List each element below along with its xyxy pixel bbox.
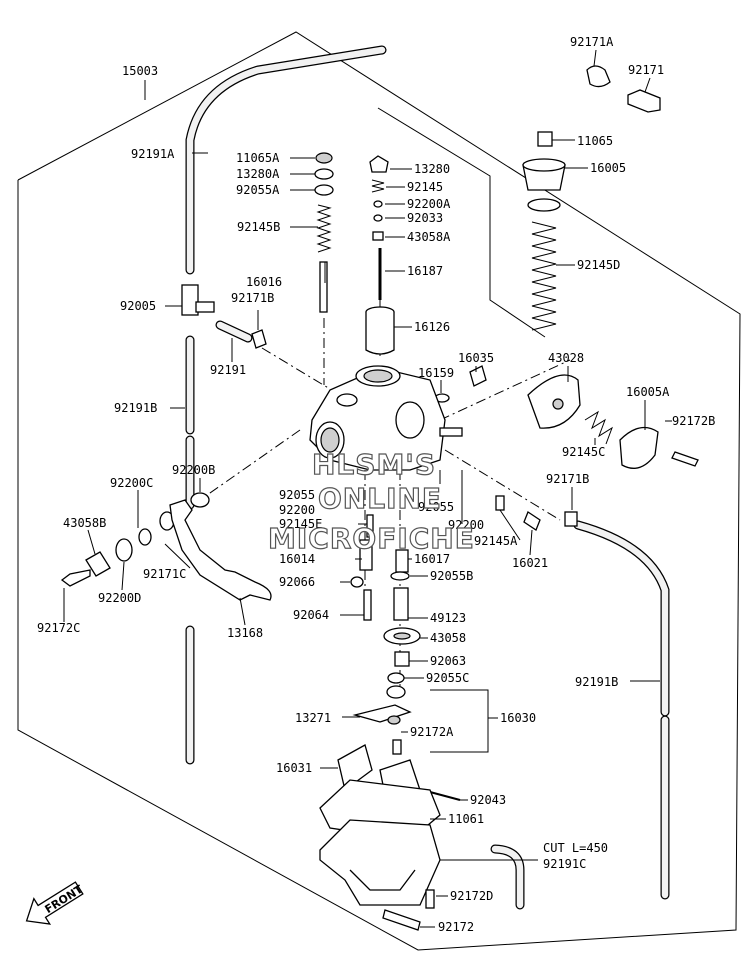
label-cut-length: CUT L=450: [543, 841, 608, 855]
label-92145B: 92145B: [237, 220, 280, 234]
label-92191B-right: 92191B: [575, 675, 618, 689]
label-16159: 16159: [418, 366, 454, 380]
label-15003: 15003: [122, 64, 158, 78]
label-92172A: 92172A: [410, 725, 454, 739]
label-13280: 13280: [414, 162, 450, 176]
label-16021: 16021: [512, 556, 548, 570]
label-11061: 11061: [448, 812, 484, 826]
label-92172B: 92172B: [672, 414, 715, 428]
label-92172D: 92172D: [450, 889, 493, 903]
label-92191A: 92191A: [131, 147, 175, 161]
label-13280A: 13280A: [236, 167, 280, 181]
label-92191B: 92191B: [114, 401, 157, 415]
label-16031: 16031: [276, 761, 312, 775]
label-92200: 92200: [279, 503, 315, 517]
label-92145C: 92145C: [562, 445, 605, 459]
label-43058: 43058: [430, 631, 466, 645]
front-direction-arrow: FRONT: [25, 881, 86, 925]
label-16030: 16030: [500, 711, 536, 725]
label-16017: 16017: [414, 552, 450, 566]
watermark-line-3: MICROFICHE: [268, 522, 475, 555]
label-92066: 92066: [279, 575, 315, 589]
label-16016: 16016: [246, 275, 282, 289]
watermark: HLSM'S ONLINE MICROFICHE: [267, 447, 475, 555]
label-92200-right: 92200: [448, 518, 484, 532]
label-92171B-lower: 92171B: [546, 472, 589, 486]
label-92200B: 92200B: [172, 463, 215, 477]
label-92055-right: 92055: [418, 500, 454, 514]
label-11065A: 11065A: [236, 151, 280, 165]
label-92172: 92172: [438, 920, 474, 934]
watermark-line-2: ONLINE: [318, 482, 442, 515]
label-92191C: 92191C: [543, 857, 586, 871]
label-13168: 13168: [227, 626, 263, 640]
label-92171B: 92171B: [231, 291, 274, 305]
label-43058A: 43058A: [407, 230, 451, 244]
label-92055B: 92055B: [430, 569, 473, 583]
diagram-frame: [17, 31, 741, 951]
label-92200A: 92200A: [407, 197, 451, 211]
label-92171: 92171: [628, 63, 664, 77]
label-92055C: 92055C: [426, 671, 469, 685]
label-49123: 49123: [430, 611, 466, 625]
label-92055A: 92055A: [236, 183, 280, 197]
label-16005: 16005: [590, 161, 626, 175]
label-16014: 16014: [279, 552, 315, 566]
label-13271: 13271: [295, 711, 331, 725]
label-92064: 92064: [293, 608, 329, 622]
label-11065: 11065: [577, 134, 613, 148]
label-92145: 92145: [407, 180, 443, 194]
label-92171C: 92171C: [143, 567, 186, 581]
label-92145A: 92145A: [474, 534, 518, 548]
label-43028: 43028: [548, 351, 584, 365]
leader-lines: [63, 49, 672, 928]
label-92063: 92063: [430, 654, 466, 668]
label-92055: 92055: [279, 488, 315, 502]
label-92172C: 92172C: [37, 621, 80, 635]
hoses: [185, 45, 670, 910]
label-16005A: 16005A: [626, 385, 670, 399]
watermark-line-1: HLSM'S: [312, 448, 436, 481]
label-16035: 16035: [458, 351, 494, 365]
label-92171A: 92171A: [570, 35, 614, 49]
label-92005: 92005: [120, 299, 156, 313]
label-92191: 92191: [210, 363, 246, 377]
parts: [60, 65, 699, 931]
label-16187: 16187: [407, 264, 443, 278]
label-92145D: 92145D: [577, 258, 620, 272]
label-92043: 92043: [470, 793, 506, 807]
label-92200C: 92200C: [110, 476, 153, 490]
label-16126: 16126: [414, 320, 450, 334]
part-number-labels: 15003 92171A 92171 92191A 11065A 13280A …: [37, 35, 715, 934]
label-43058B: 43058B: [63, 516, 106, 530]
label-92145E: 92145E: [279, 517, 322, 531]
label-92200D: 92200D: [98, 591, 141, 605]
label-92033: 92033: [407, 211, 443, 225]
